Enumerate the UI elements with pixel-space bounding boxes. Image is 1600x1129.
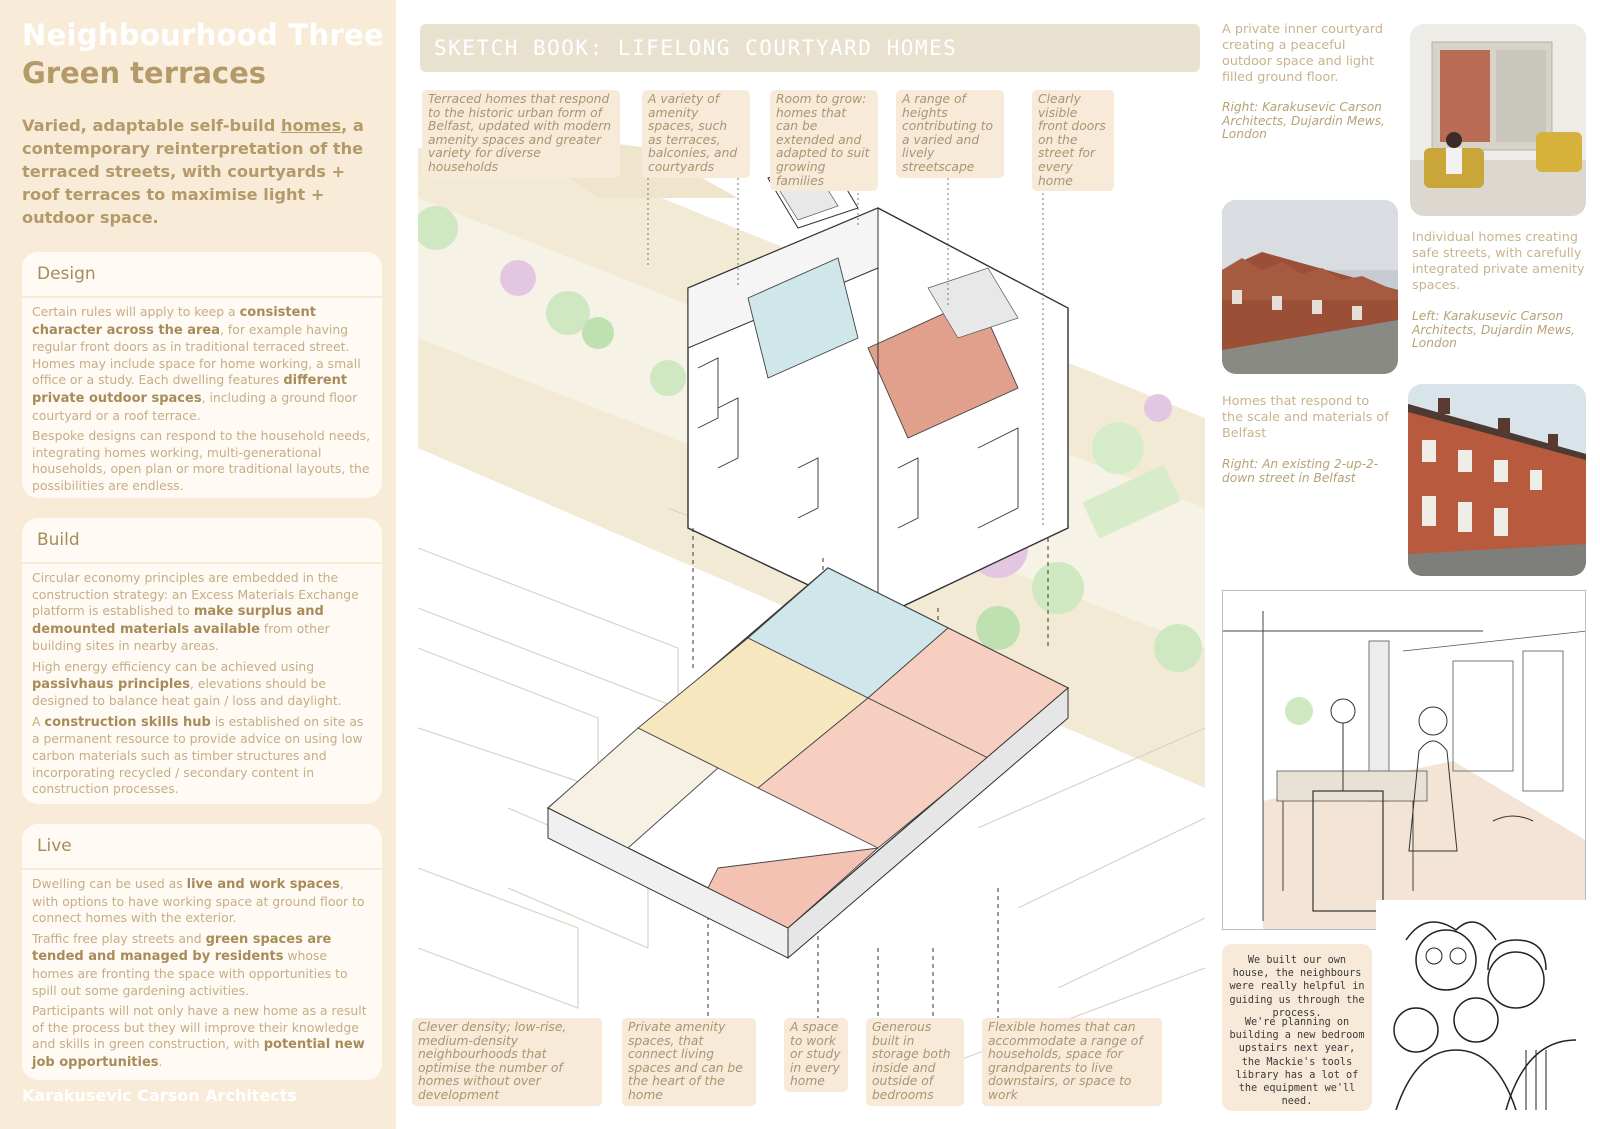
drawing-svg: [414, 128, 1206, 1069]
live-paragraph: Participants will not only have a new ho…: [32, 1003, 367, 1070]
intro-text: Varied, adaptable self-build homes, a co…: [22, 116, 364, 227]
note-private-amenity: Private amenity spaces, that connect liv…: [622, 1018, 756, 1106]
note-front-doors: Clearly visible front doors on the stree…: [1032, 90, 1114, 192]
note-room-to-grow: Room to grow: homes that can be extended…: [770, 90, 878, 192]
resident-speech-bubble: We built our own house, the neighbours w…: [1222, 944, 1372, 1111]
caption-courtyard-credit: Right: Karakusevic Carson Architects, Du…: [1222, 100, 1385, 142]
belfast-terrace-photo: [1408, 384, 1586, 576]
note-work-space: A space to work or study in every home: [784, 1018, 848, 1092]
caption-belfast-scale: Homes that respond to the scale and mate…: [1222, 394, 1389, 441]
build-paragraph: Circular economy principles are embedded…: [32, 570, 359, 654]
upper-floor-block: [687, 157, 1069, 619]
live-paragraph: Traffic free play streets and green spac…: [32, 930, 348, 998]
note-terraced-homes: Terraced homes that respond to the histo…: [422, 90, 620, 178]
page-subtitle: Green terraces: [22, 56, 267, 90]
note-clever-density: Clever density; low-rise, medium-density…: [412, 1018, 602, 1106]
street-photo: [1222, 200, 1398, 374]
build-card: Build Circular economy principles are em…: [22, 518, 382, 804]
page-title: Neighbourhood Three: [22, 18, 385, 52]
architect-credit: Karakusevic Carson Architects: [22, 1086, 297, 1105]
live-heading: Live: [22, 824, 382, 870]
family-sketch: [1376, 900, 1588, 1110]
sketch-title: SKETCH BOOK: LIFELONG COURTYARD HOMES: [434, 36, 958, 60]
interior-sketch: [1222, 590, 1586, 930]
live-body: Dwelling can be used as live and work sp…: [22, 870, 382, 1072]
live-card: Live Dwelling can be used as live and wo…: [22, 824, 382, 1080]
design-card: Design Certain rules will apply to keep …: [22, 252, 382, 498]
caption-safe-streets-credit: Left: Karakusevic Carson Architects, Duj…: [1412, 309, 1575, 351]
design-heading: Design: [22, 252, 382, 298]
design-body: Certain rules will apply to keep a consi…: [22, 298, 382, 495]
caption-safe-streets: Individual homes creating safe streets, …: [1412, 230, 1585, 293]
live-paragraph: Dwelling can be used as live and work sp…: [32, 876, 365, 926]
sidebar: Neighbourhood Three Green terraces Varie…: [0, 0, 396, 1129]
design-paragraph: Certain rules will apply to keep a consi…: [32, 304, 361, 423]
caption-belfast-credit: Right: An existing 2-up-2-down street in…: [1222, 457, 1379, 485]
courtyard-photo: [1410, 24, 1586, 216]
note-amenity-variety: A variety of amenity spaces, such as ter…: [642, 90, 750, 178]
caption-courtyard: A private inner courtyard creating a pea…: [1222, 22, 1383, 85]
build-heading: Build: [22, 518, 382, 564]
design-paragraph: Bespoke designs can respond to the house…: [32, 428, 371, 493]
homes-link[interactable]: homes: [280, 116, 342, 135]
note-range-of-heights: A range of heights contributing to a var…: [896, 90, 1004, 178]
sketch-banner: SKETCH BOOK: LIFELONG COURTYARD HOMES: [420, 24, 1200, 72]
quote-built-own-house: We built our own house, the neighbours w…: [1229, 955, 1365, 1019]
note-flexible-homes: Flexible homes that can accommodate a ra…: [982, 1018, 1162, 1106]
trees: [414, 206, 1202, 672]
note-storage: Generous built in storage both inside an…: [866, 1018, 964, 1106]
axonometric-drawing: Terraced homes that respond to the histo…: [412, 88, 1206, 1108]
build-body: Circular economy principles are embedded…: [22, 564, 382, 798]
build-paragraph: High energy efficiency can be achieved u…: [32, 658, 342, 709]
ground-floor-plan: [546, 567, 1070, 960]
build-paragraph: A construction skills hub is established…: [32, 713, 364, 797]
quote-new-bedroom: We're planning on building a new bedroom…: [1229, 1017, 1365, 1108]
